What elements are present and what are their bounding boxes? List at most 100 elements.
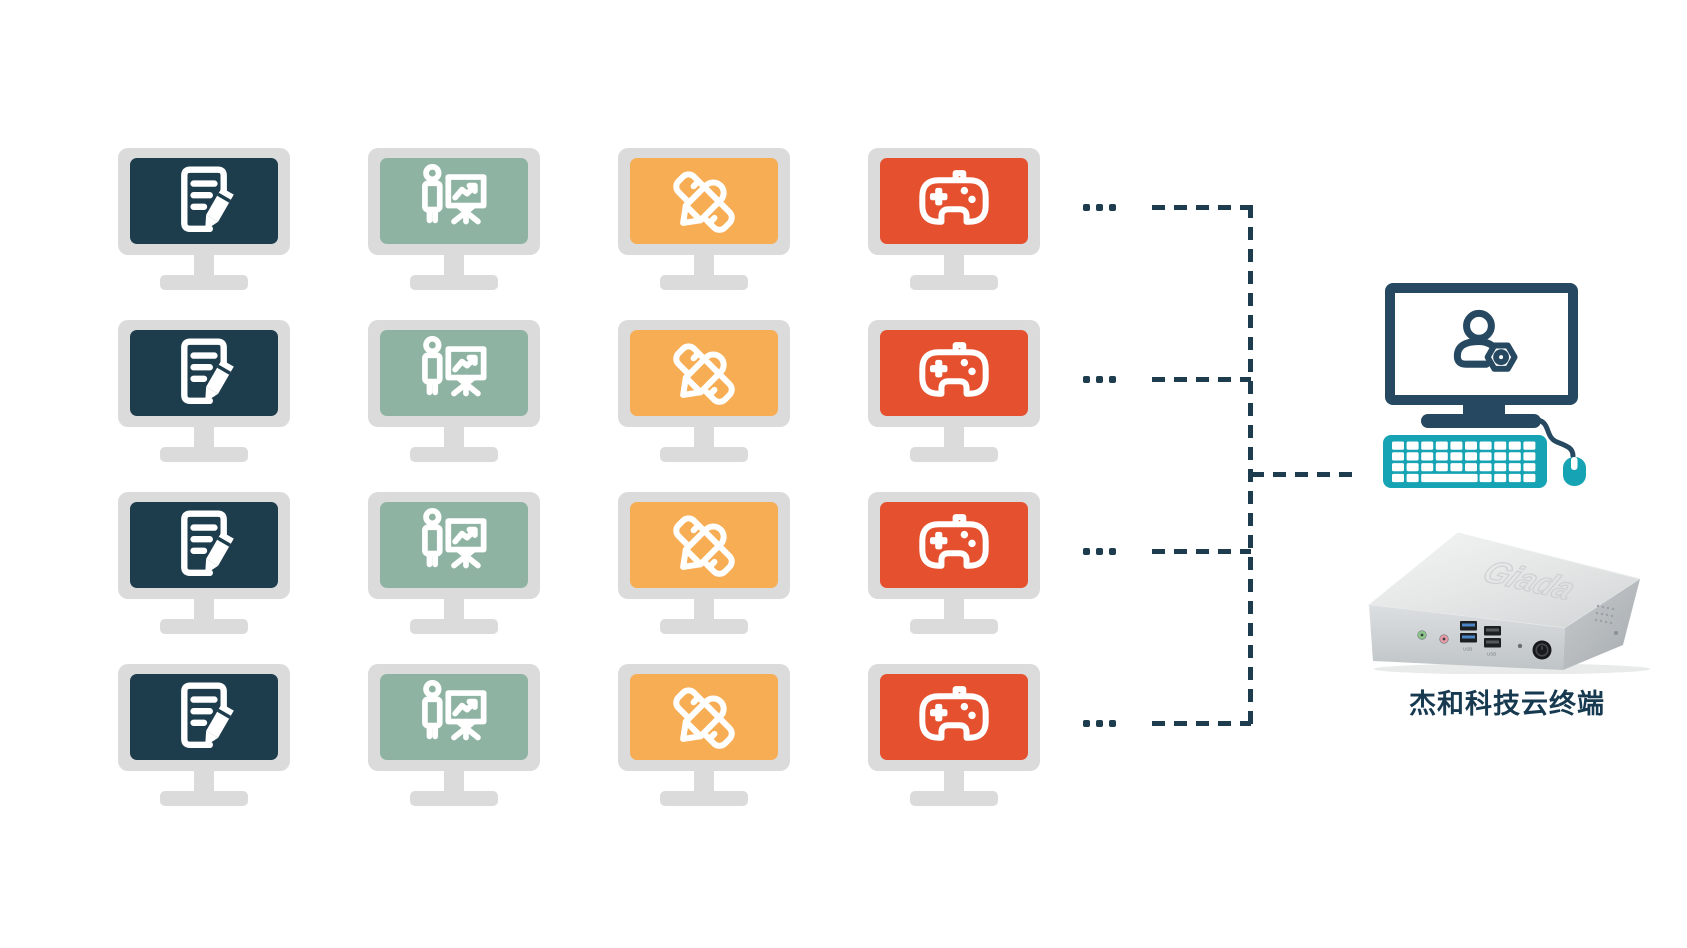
mouse-scroll-wheel [1571, 457, 1578, 470]
ellipsis-dots [1083, 203, 1116, 211]
monitor-screen [130, 674, 278, 760]
monitor-stand-base [410, 275, 498, 290]
document-edit-icon [166, 335, 242, 411]
keyboard-keys [1392, 441, 1536, 483]
usb2-ports [1484, 626, 1501, 648]
ellipsis-dots [1083, 719, 1116, 727]
ellipsis-dot [1096, 375, 1103, 383]
mouse [1563, 457, 1586, 486]
monitor-stand-base [160, 447, 248, 462]
client-monitor-presentation [368, 148, 540, 290]
ellipsis-dot [1109, 203, 1116, 211]
monitor-stand-neck [194, 599, 214, 623]
monitor-screen [880, 674, 1028, 760]
monitor-screen [880, 330, 1028, 416]
monitor-stand-neck [444, 427, 464, 451]
monitor-stand-base [910, 619, 998, 634]
usb2-label: USB [1487, 652, 1496, 657]
ruler-pencil-icon [666, 335, 742, 411]
client-monitor-gaming [868, 148, 1040, 290]
user-settings-icon [1453, 309, 1518, 372]
monitor-stand-neck [944, 599, 964, 623]
reset-hole [1517, 643, 1523, 649]
monitor-stand-neck [694, 255, 714, 279]
ruler-pencil-icon [666, 163, 742, 239]
monitor-screen [880, 158, 1028, 244]
monitor-stand-neck [194, 771, 214, 795]
client-monitor-presentation [368, 492, 540, 634]
monitor-screen [130, 330, 278, 416]
gamepad-icon [916, 507, 992, 583]
ellipsis-dots [1083, 547, 1116, 555]
client-monitor-design [618, 320, 790, 462]
monitor-stand-base [910, 275, 998, 290]
monitor-stand-neck [194, 427, 214, 451]
presentation-chart-icon [416, 507, 492, 583]
ellipsis-dot [1083, 719, 1090, 727]
ellipsis-dot [1109, 547, 1116, 555]
monitor-screen [130, 502, 278, 588]
monitor-stand-base [660, 447, 748, 462]
dashed-row-connector [1152, 376, 1251, 382]
dashed-row-connector [1152, 548, 1251, 554]
monitor-stand-neck [694, 427, 714, 451]
monitor-screen [630, 674, 778, 760]
client-monitor-gaming [868, 492, 1040, 634]
monitor-stand-base [910, 791, 998, 806]
client-monitor-design [618, 492, 790, 634]
monitor-screen [380, 674, 528, 760]
client-monitor-design [618, 148, 790, 290]
dashed-line-to-terminal [1251, 472, 1355, 477]
monitor-stand-base [660, 791, 748, 806]
monitor-stand-neck [694, 599, 714, 623]
client-monitor-document [118, 320, 290, 462]
power-button [1532, 640, 1552, 660]
dashed-row-connector [1152, 204, 1251, 210]
audio-jack-hole [1420, 633, 1424, 637]
usb3-label: USB [1463, 647, 1472, 652]
host-monitor-base [1421, 414, 1541, 428]
cloud-terminal-device: Giada USB USB [1367, 532, 1650, 674]
gamepad-icon [916, 335, 992, 411]
monitor-screen [380, 158, 528, 244]
gamepad-icon [916, 163, 992, 239]
device-shadow [1374, 663, 1650, 674]
monitor-stand-base [160, 619, 248, 634]
client-monitor-design [618, 664, 790, 806]
monitor-stand-base [910, 447, 998, 462]
monitor-screen [380, 502, 528, 588]
client-monitor-gaming [868, 664, 1040, 806]
document-edit-icon [166, 679, 242, 755]
ruler-pencil-icon [666, 679, 742, 755]
ellipsis-dot [1096, 547, 1103, 555]
monitor-stand-base [410, 619, 498, 634]
client-monitor-document [118, 148, 290, 290]
monitor-stand-neck [444, 255, 464, 279]
ellipsis-dots [1083, 375, 1116, 383]
monitor-stand-base [660, 619, 748, 634]
monitor-screen [630, 330, 778, 416]
gamepad-icon [916, 679, 992, 755]
terminal-label: 杰和科技云终端 [1409, 689, 1605, 719]
document-edit-icon [166, 163, 242, 239]
monitor-stand-neck [944, 771, 964, 795]
monitor-stand-base [410, 447, 498, 462]
monitor-stand-neck [944, 255, 964, 279]
monitor-stand-base [660, 275, 748, 290]
admin-workstation [1383, 283, 1586, 488]
dashed-row-connector [1152, 720, 1251, 726]
mic-jack-hole [1442, 637, 1446, 641]
ellipsis-dot [1083, 547, 1090, 555]
monitor-screen [880, 502, 1028, 588]
ellipsis-dot [1083, 375, 1090, 383]
monitor-stand-neck [694, 771, 714, 795]
ellipsis-dot [1096, 719, 1103, 727]
client-monitor-presentation [368, 664, 540, 806]
document-edit-icon [166, 507, 242, 583]
ellipsis-dot [1109, 719, 1116, 727]
monitor-stand-base [160, 791, 248, 806]
ruler-pencil-icon [666, 507, 742, 583]
monitor-stand-neck [444, 599, 464, 623]
monitor-screen [630, 502, 778, 588]
